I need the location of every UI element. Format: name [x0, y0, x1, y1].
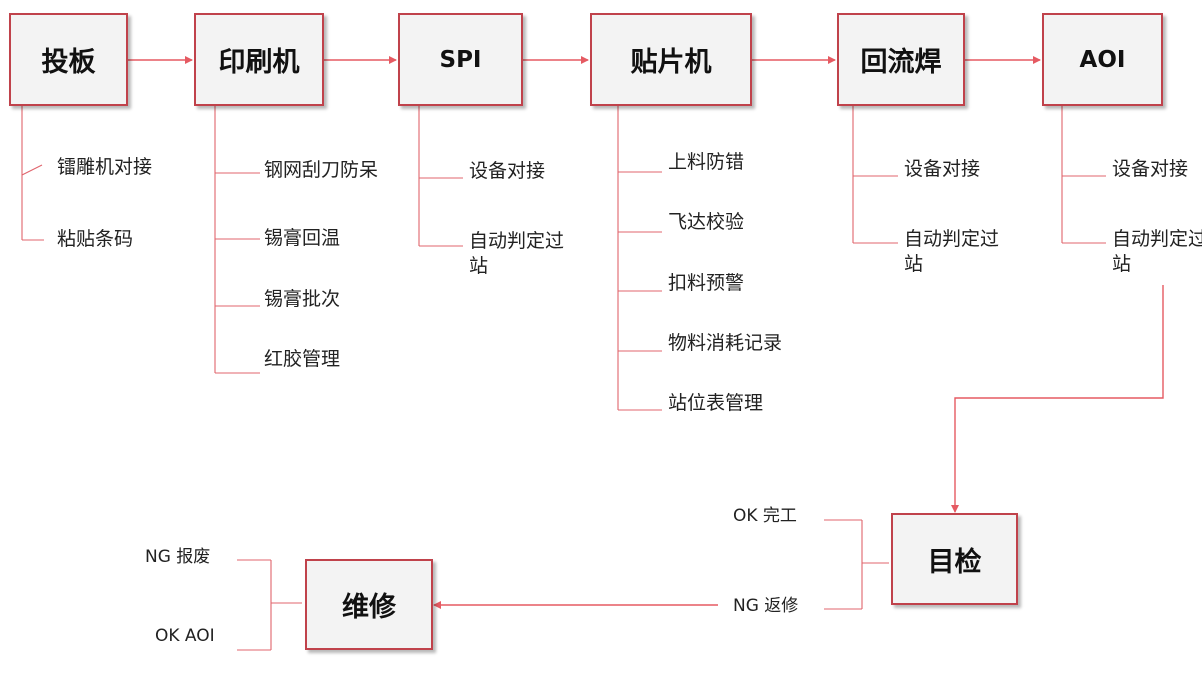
feature-tie-pian-ji-2: 飞达校验 [668, 211, 745, 233]
step-wei-xiu: 维修 [305, 559, 433, 650]
outcome-mu-jian-ok: OK 完工 [733, 506, 797, 526]
feature-yin-shua-ji-3: 锡膏批次 [264, 288, 341, 310]
outcome-wei-xiu-ng: NG 报废 [145, 547, 211, 567]
feature-yin-shua-ji-1: 钢网刮刀防呆 [264, 159, 379, 181]
step-spi: SPI [398, 13, 523, 106]
feature-aoi-1: 设备对接 [1112, 158, 1189, 180]
feature-yin-shua-ji-4: 红胶管理 [264, 348, 341, 370]
feature-hui-liu-han-2: 自动判定过站 [904, 228, 1000, 275]
feature-spi-1: 设备对接 [469, 160, 546, 182]
step-tou-ban: 投板 [9, 13, 128, 106]
step-aoi: AOI [1042, 13, 1163, 106]
feature-tie-pian-ji-1: 上料防错 [668, 151, 745, 173]
feature-tou-ban-2: 粘贴条码 [57, 228, 134, 250]
feature-aoi-2: 自动判定过站 [1112, 228, 1202, 275]
arrow-aoi-to-mujian [951, 285, 1164, 513]
step-yin-shua-ji: 印刷机 [194, 13, 324, 106]
outcome-wei-xiu-ok: OK AOI [155, 626, 215, 646]
feature-tie-pian-ji-5: 站位表管理 [668, 392, 764, 414]
feature-hui-liu-han-1: 设备对接 [904, 158, 981, 180]
step-tie-pian-ji: 贴片机 [590, 13, 752, 106]
feature-yin-shua-ji-2: 锡膏回温 [264, 227, 341, 249]
outcome-mu-jian-ng: NG 返修 [733, 596, 799, 616]
feature-tie-pian-ji-3: 扣料预警 [668, 272, 745, 294]
feature-spi-2: 自动判定过站 [469, 230, 565, 277]
step-hui-liu-han: 回流焊 [837, 13, 965, 106]
feature-tie-pian-ji-4: 物料消耗记录 [668, 332, 783, 354]
feature-tou-ban-1: 镭雕机对接 [57, 156, 153, 178]
step-mu-jian: 目检 [891, 513, 1018, 605]
